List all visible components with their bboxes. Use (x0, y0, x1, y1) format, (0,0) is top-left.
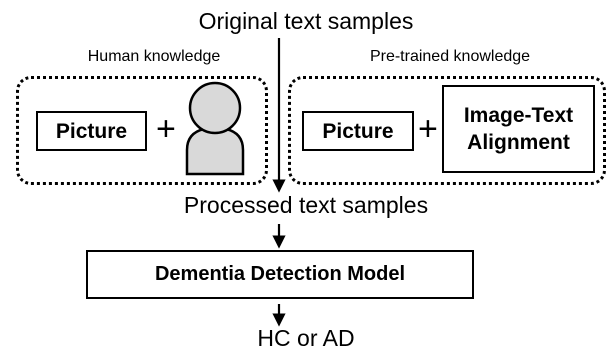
dementia-detection-model-box: Dementia Detection Model (86, 250, 474, 299)
picture-box-right: Picture (302, 111, 414, 151)
pre-trained-knowledge-label: Pre-trained knowledge (369, 48, 531, 65)
person-icon (185, 81, 245, 176)
original-text-samples-label: Original text samples (198, 8, 414, 34)
human-knowledge-label: Human knowledge (87, 48, 221, 65)
picture-box-left: Picture (36, 111, 147, 151)
image-text-alignment-box: Image-Text Alignment (442, 85, 595, 173)
human-knowledge-group (16, 76, 268, 185)
processed-text-samples-label: Processed text samples (183, 192, 429, 218)
output-label: HC or AD (257, 325, 355, 351)
plus-left: + (156, 110, 176, 148)
pre-trained-knowledge-group (288, 76, 606, 185)
plus-right: + (418, 110, 438, 148)
